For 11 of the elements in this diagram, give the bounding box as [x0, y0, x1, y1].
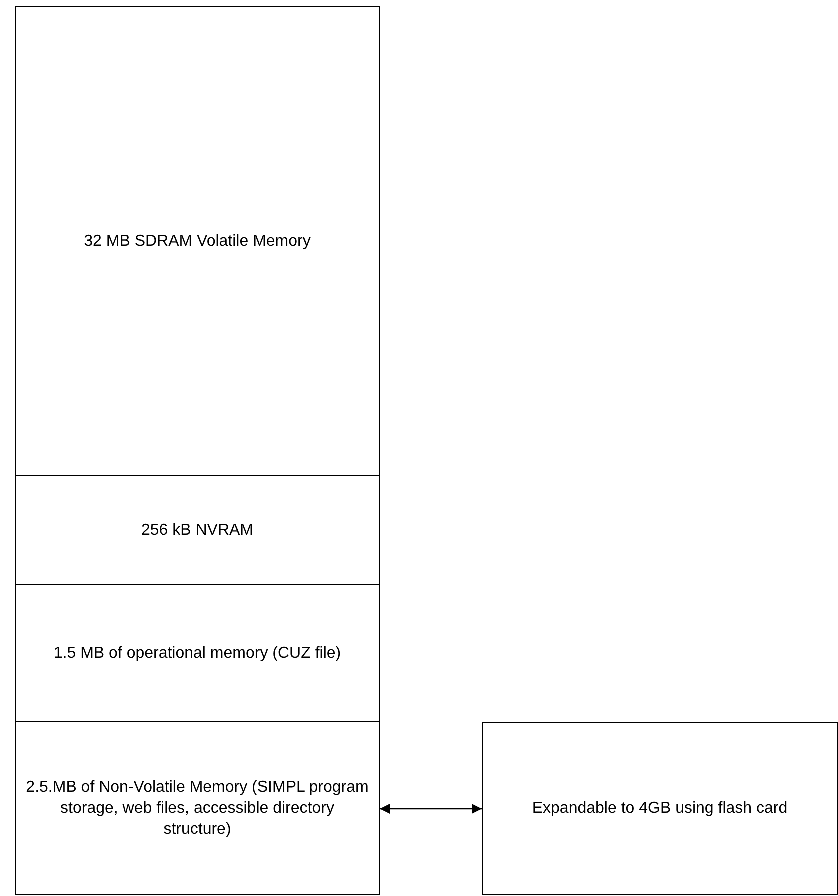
memory-block — [15, 6, 380, 476]
memory-block — [15, 585, 380, 722]
double-arrow — [380, 804, 482, 814]
memory-block — [15, 722, 380, 895]
block-label: 1.5 MB of operational memory (CUZ file) — [52, 644, 342, 664]
block-label: Expandable to 4GB using flash card — [531, 799, 789, 819]
memory-block — [15, 476, 380, 585]
block-label: 256 kB NVRAM — [140, 520, 255, 540]
storage-box — [482, 722, 838, 895]
block-label: 2.5.MB of Non-Volatile Memory (SIMPL program storage, web files, accessible directory structure) — [25, 778, 370, 840]
block-label: 32 MB SDRAM Volatile Memory — [83, 232, 312, 252]
